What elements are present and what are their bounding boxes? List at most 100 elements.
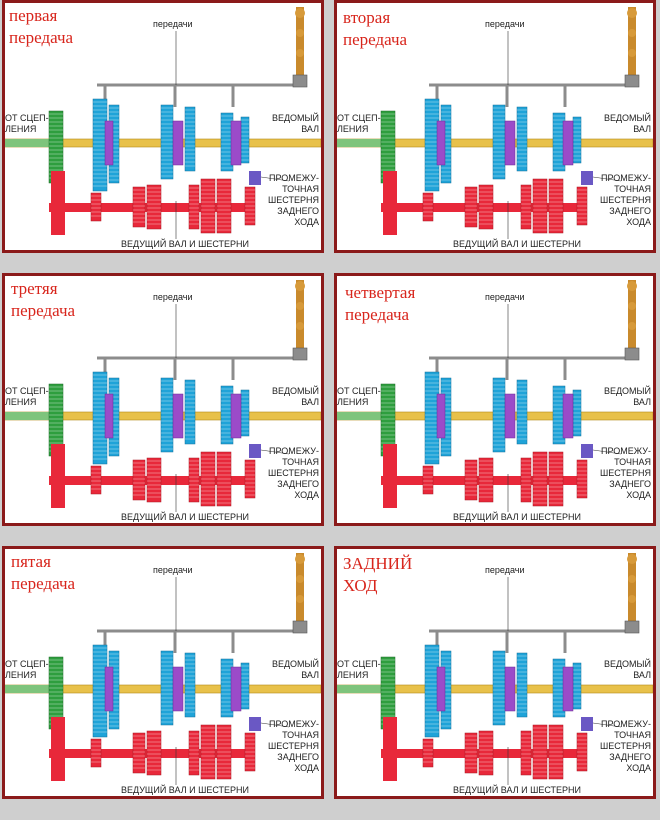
drive-gears: [90, 724, 256, 780]
idler-leader: [592, 722, 622, 728]
gear-panel-3: третяя передача передачи ОТ СЦЕП- ЛЕНИЯ …: [2, 273, 324, 526]
input-drive-gear: [51, 444, 65, 508]
shifts-label: передачи: [485, 19, 525, 29]
shift-rods: [429, 83, 633, 107]
sliding-gears: [92, 98, 250, 192]
gear-lever: [624, 7, 640, 88]
panel-title: вторая передача: [343, 8, 408, 49]
gear-panel-2: вторая передача передачи ОТ СЦЕП- ЛЕНИЯ …: [334, 0, 656, 253]
idler-leader: [260, 176, 290, 182]
idler-gear-label: ПРОМЕЖУ- ТОЧНАЯ ШЕСТЕРНЯ ЗАДНЕГО ХОДА: [600, 719, 651, 773]
input-shaft: [337, 139, 381, 147]
gear-panel-1: первая передача передачи ОТ СЦЕП- ЛЕНИЯ …: [2, 0, 324, 253]
gear-panel-4: четвертая передача передачи ОТ СЦЕП- ЛЕН…: [334, 273, 656, 526]
shifts-label: передачи: [485, 565, 525, 575]
panel-title: пятая передача: [11, 552, 76, 593]
gear-panel-6: ЗАДНИЙ ХОД передачи ОТ СЦЕП- ЛЕНИЯ ВЕДОМ…: [334, 546, 656, 799]
drive-shaft-label: ВЕДУЩИЙ ВАЛ И ШЕСТЕРНИ: [121, 239, 249, 249]
input-shaft: [337, 412, 381, 420]
shifts-label: передачи: [153, 19, 193, 29]
panel-title: ЗАДНИЙ ХОД: [343, 554, 413, 595]
drive-shaft-label: ВЕДУЩИЙ ВАЛ И ШЕСТЕРНИ: [453, 239, 581, 249]
idler-gear-label: ПРОМЕЖУ- ТОЧНАЯ ШЕСТЕРНЯ ЗАДНЕГО ХОДА: [268, 446, 319, 500]
gearbox-diagram: [337, 7, 653, 239]
shifts-label: передачи: [153, 565, 193, 575]
from-clutch-label: ОТ СЦЕП- ЛЕНИЯ: [5, 659, 49, 680]
drive-gears: [422, 724, 588, 780]
input-shaft: [5, 412, 49, 420]
idler-leader: [260, 722, 290, 728]
gearbox-diagram: [337, 280, 653, 512]
idler-gear: [581, 171, 593, 185]
idler-gear-label: ПРОМЕЖУ- ТОЧНАЯ ШЕСТЕРНЯ ЗАДНЕГО ХОДА: [600, 446, 651, 500]
input-drive-gear: [51, 717, 65, 781]
driven-shaft-label: ВЕДОМЫЙ ВАЛ: [603, 113, 651, 134]
shifts-label: передачи: [485, 292, 525, 302]
driven-shaft-label: ВЕДОМЫЙ ВАЛ: [271, 659, 319, 680]
from-clutch-label: ОТ СЦЕП- ЛЕНИЯ: [5, 113, 49, 134]
input-shaft: [5, 685, 49, 693]
driven-shaft-label: ВЕДОМЫЙ ВАЛ: [603, 659, 651, 680]
synchro-hubs: [436, 666, 574, 712]
input-gear: [48, 656, 64, 730]
from-clutch-label: ОТ СЦЕП- ЛЕНИЯ: [337, 386, 381, 407]
idler-leader: [260, 449, 290, 455]
idler-leader: [592, 176, 622, 182]
sliding-gears: [424, 644, 582, 738]
drive-shaft-label: ВЕДУЩИЙ ВАЛ И ШЕСТЕРНИ: [121, 512, 249, 522]
gearbox-diagram: [5, 553, 321, 785]
shift-rods: [429, 356, 633, 380]
idler-gear-label: ПРОМЕЖУ- ТОЧНАЯ ШЕСТЕРНЯ ЗАДНЕГО ХОДА: [268, 173, 319, 227]
driven-shaft-label: ВЕДОМЫЙ ВАЛ: [271, 386, 319, 407]
drive-shaft-label: ВЕДУЩИЙ ВАЛ И ШЕСТЕРНИ: [121, 785, 249, 795]
driven-shaft-label: ВЕДОМЫЙ ВАЛ: [271, 113, 319, 134]
idler-gear-label: ПРОМЕЖУ- ТОЧНАЯ ШЕСТЕРНЯ ЗАДНЕГО ХОДА: [268, 719, 319, 773]
input-drive-gear: [383, 171, 397, 235]
drive-gears: [422, 178, 588, 234]
shift-rods: [97, 629, 301, 653]
synchro-hubs: [104, 393, 242, 439]
synchro-hubs: [104, 666, 242, 712]
drive-gears: [90, 178, 256, 234]
input-drive-gear: [383, 444, 397, 508]
gearbox-diagram: [337, 553, 653, 785]
idler-gear-label: ПРОМЕЖУ- ТОЧНАЯ ШЕСТЕРНЯ ЗАДНЕГО ХОДА: [600, 173, 651, 227]
drive-shaft-label: ВЕДУЩИЙ ВАЛ И ШЕСТЕРНИ: [453, 785, 581, 795]
gear-lever: [292, 553, 308, 634]
panel-title: третяя передача: [11, 279, 76, 320]
driven-shaft-label: ВЕДОМЫЙ ВАЛ: [603, 386, 651, 407]
gearbox-diagram: [5, 280, 321, 512]
idler-gear: [249, 171, 261, 185]
sliding-gears: [424, 371, 582, 465]
drive-gears: [422, 451, 588, 507]
gear-lever: [624, 280, 640, 361]
input-shaft: [337, 685, 381, 693]
synchro-hubs: [436, 120, 574, 166]
idler-gear: [249, 717, 261, 731]
shift-rods: [97, 83, 301, 107]
shift-rods: [97, 356, 301, 380]
idler-gear: [581, 444, 593, 458]
shifts-label: передачи: [153, 292, 193, 302]
panel-title: первая передача: [9, 6, 74, 47]
synchro-hubs: [104, 120, 242, 166]
idler-gear: [581, 717, 593, 731]
gearbox-diagram: [5, 7, 321, 239]
input-gear: [380, 110, 396, 184]
idler-leader: [592, 449, 622, 455]
sliding-gears: [424, 98, 582, 192]
input-drive-gear: [383, 717, 397, 781]
input-gear: [380, 656, 396, 730]
shift-rods: [429, 629, 633, 653]
input-shaft: [5, 139, 49, 147]
gear-lever: [624, 553, 640, 634]
from-clutch-label: ОТ СЦЕП- ЛЕНИЯ: [337, 113, 381, 134]
idler-gear: [249, 444, 261, 458]
sliding-gears: [92, 644, 250, 738]
from-clutch-label: ОТ СЦЕП- ЛЕНИЯ: [337, 659, 381, 680]
gear-lever: [292, 7, 308, 88]
synchro-hubs: [436, 393, 574, 439]
drive-shaft-label: ВЕДУЩИЙ ВАЛ И ШЕСТЕРНИ: [453, 512, 581, 522]
sliding-gears: [92, 371, 250, 465]
input-drive-gear: [51, 171, 65, 235]
